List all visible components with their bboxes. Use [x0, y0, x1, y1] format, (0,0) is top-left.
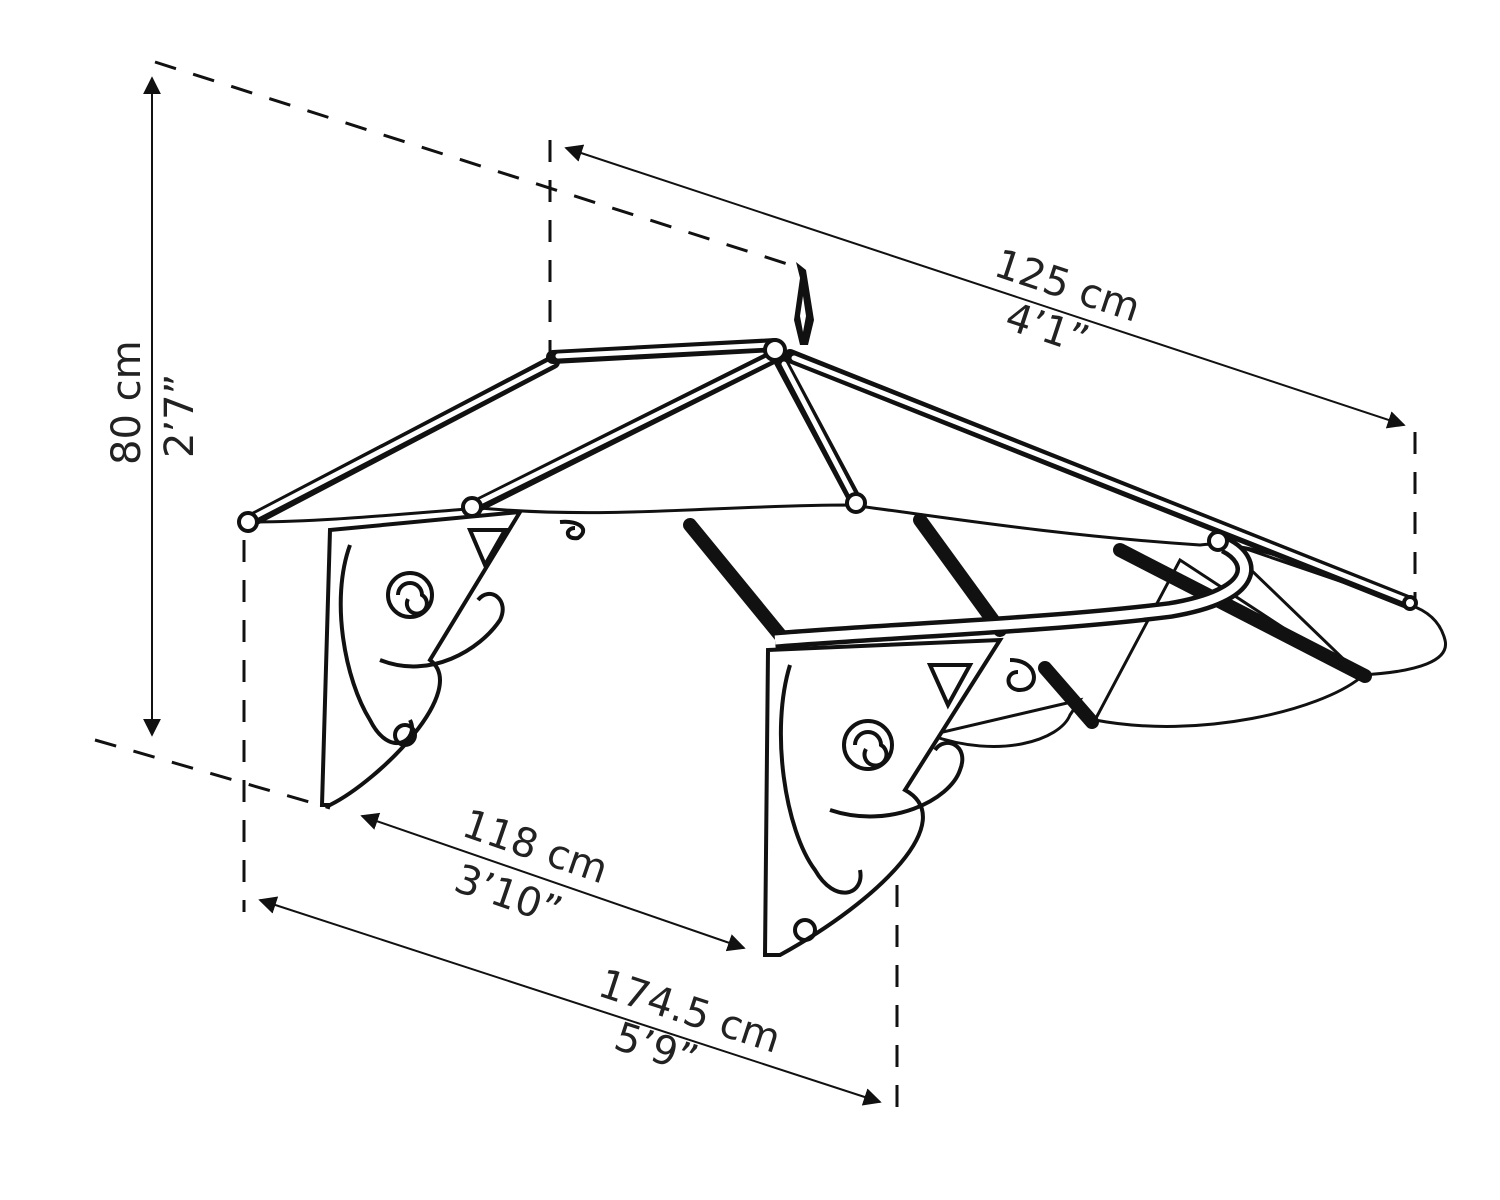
- bracket-scroll: [778, 664, 863, 895]
- bracket-triangle: [466, 528, 509, 570]
- joint-cap: [845, 492, 867, 514]
- joint-cap: [1207, 530, 1229, 552]
- bracket-body: [762, 637, 1004, 957]
- joint-cap: [461, 496, 483, 518]
- under-rafter-1: [683, 518, 787, 642]
- bracket-scroll: [379, 592, 505, 669]
- panel-lobe-3: [924, 697, 1084, 748]
- bracket-scroll: [829, 740, 965, 819]
- bracket-triangle: [926, 663, 974, 710]
- width-arrow: [258, 896, 882, 1106]
- bracket-spiral: [842, 719, 895, 771]
- bracket-curl: [1006, 658, 1036, 693]
- height-metric-label: 80 cm: [104, 340, 150, 465]
- right-ornamental-bracket: [762, 637, 1036, 957]
- bracket-curl: [559, 519, 586, 541]
- under-rafter-4: [1113, 543, 1372, 683]
- bracket-scroll: [338, 544, 414, 745]
- height-dimension: 80 cm 2’7”: [94, 60, 801, 810]
- depth-arrow: [564, 144, 1406, 429]
- joint-cap: [237, 511, 259, 533]
- left-ornamental-bracket: [319, 509, 586, 807]
- joint-caps: [237, 338, 1418, 611]
- bracket-curl: [793, 918, 818, 942]
- bottom-extension-line: [94, 738, 331, 810]
- under-rafter-2: [913, 513, 1007, 637]
- panel-lobe-4: [1092, 557, 1363, 728]
- under-rafter-3: [1038, 661, 1099, 729]
- bracket-spacing-dimension: 118 cm 3’10”: [360, 801, 746, 952]
- hub-cap: [763, 338, 787, 362]
- bracket-spiral: [386, 571, 435, 619]
- top-extension-line: [154, 60, 801, 270]
- height-imperial-label: 2’7”: [157, 374, 203, 458]
- bracket-curl: [393, 723, 418, 747]
- joint-cap: [1402, 595, 1418, 611]
- canopy: [237, 262, 1447, 748]
